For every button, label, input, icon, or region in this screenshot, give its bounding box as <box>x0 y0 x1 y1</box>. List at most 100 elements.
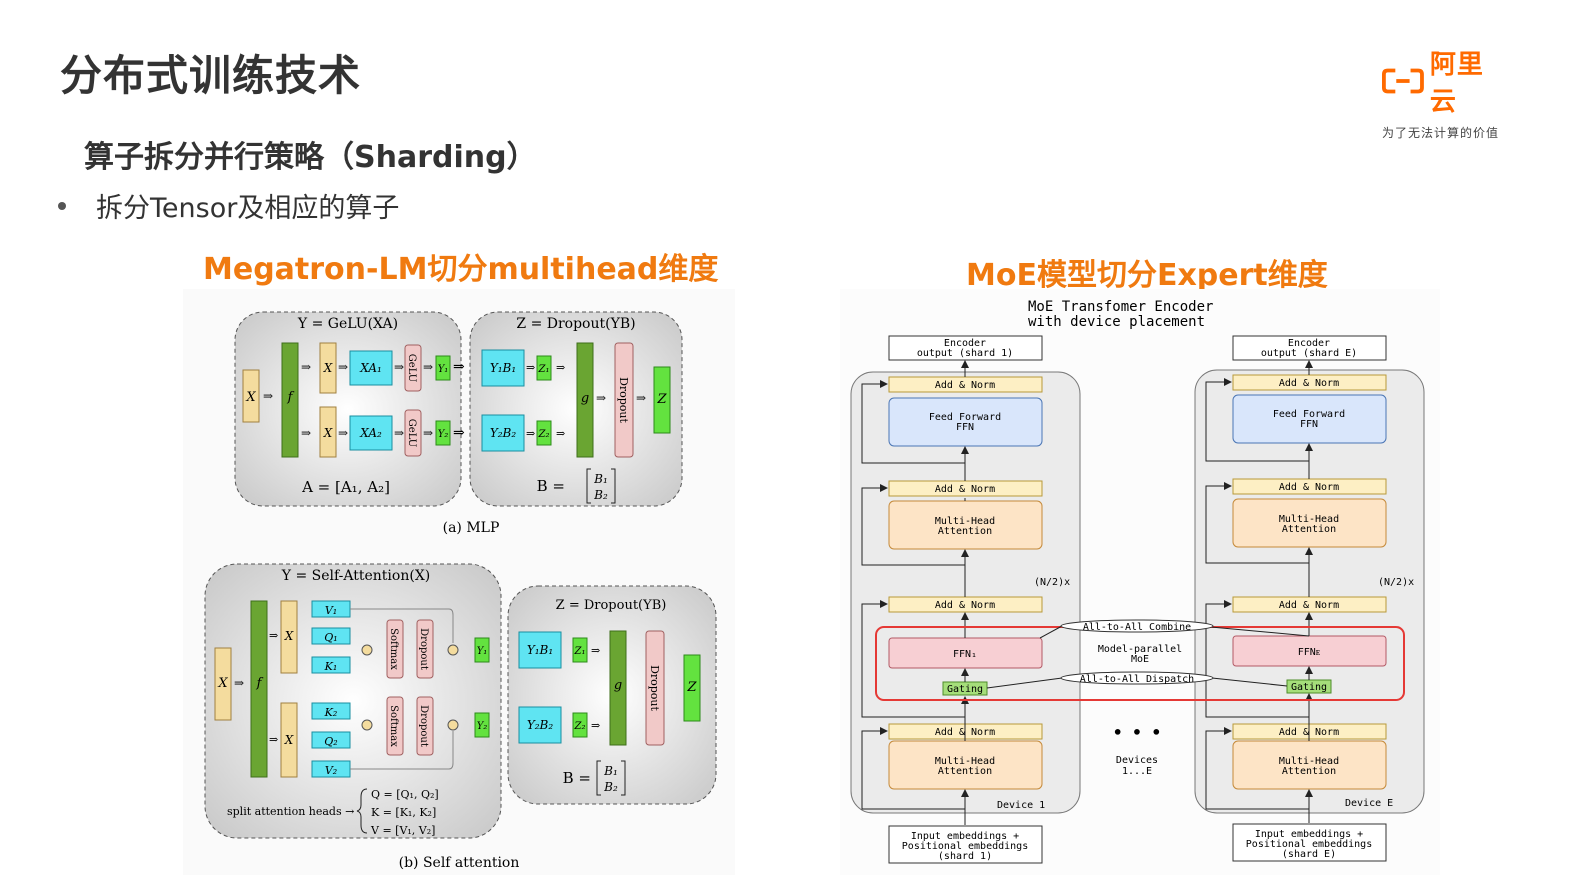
attn-k1-block <box>311 656 351 674</box>
dispatch-arrow <box>986 677 1288 689</box>
all-to-all-combine-label: All-to-All Combine <box>1083 622 1191 633</box>
mlp-gelu-top <box>404 344 422 392</box>
mlp-b-label: B = <box>537 477 565 495</box>
residual-arrow <box>861 727 965 810</box>
add-norm-1a-label: Add & Norm <box>935 380 995 391</box>
ffn1-expert-label: FFN₁ <box>953 649 977 660</box>
mlp-dropout-block <box>614 342 634 458</box>
input-1-line1: Input embeddings + <box>911 831 1019 842</box>
add-norm-1b-label: Add & Norm <box>935 484 995 495</box>
residual-arrow <box>861 380 965 464</box>
attn-dropout-top <box>416 619 434 679</box>
mlp-b1: B₁ <box>593 472 608 486</box>
input-1-line2: Positional embeddings <box>902 841 1028 852</box>
arrow-icon: ⇒ <box>301 360 311 374</box>
mlp-f-label: f <box>287 390 295 405</box>
arrow-icon: ⇒ <box>526 427 535 440</box>
encoder-output-1 <box>888 335 1043 361</box>
arrow-icon: ⇒ <box>263 389 273 403</box>
input-e-line1: Input embeddings + <box>1255 829 1363 840</box>
v2-connector <box>350 731 454 770</box>
mlp-x-top <box>319 342 337 394</box>
attn-f-operator <box>250 600 268 778</box>
mlp-z2-label: Z₂ <box>538 429 550 440</box>
arrow-icon: ⇒ <box>234 676 244 690</box>
ffn-1-line1: Feed Forward <box>929 412 1001 423</box>
arrow-icon: ⇒ <box>269 629 278 642</box>
mlp-xa1-label: XA₁ <box>359 361 382 375</box>
megatron-diagram-panel: Y = GeLU(XA) Z = Dropout(YB) X ⇒ f ⇒ X ⇒… <box>183 289 735 875</box>
residual-arrow <box>1205 600 1309 718</box>
brand-logo: 阿里云 为了无法计算的价值 <box>1382 44 1507 141</box>
mlp-gelu-top-label: GeLU <box>406 354 417 382</box>
residual-arrow <box>1205 727 1309 810</box>
attn-z2-block <box>572 712 588 738</box>
matrix-bracket-icon <box>586 468 616 504</box>
attn-f-label: f <box>256 676 264 691</box>
ffn-e-line2: FFN <box>1300 419 1318 430</box>
mha-1b-line2: Attention <box>938 766 992 777</box>
attn-z-formula: Z = Dropout(YB) <box>556 598 667 613</box>
mlp-caption: (a) MLP <box>443 520 500 536</box>
bullet-dot-icon <box>58 201 66 210</box>
ellipsis-dots: • • • <box>1113 723 1161 742</box>
mlp-x-label: X <box>245 390 256 405</box>
multiply-icon <box>447 719 459 731</box>
mlp-dropout-label: Dropout <box>617 377 630 423</box>
devices-label-line2: 1...E <box>1122 766 1152 777</box>
moe-title-line2: with device placement <box>1028 314 1205 330</box>
encoder-output-1-line2: output (shard 1) <box>917 348 1013 359</box>
devices-label-line1: Devices <box>1116 755 1158 766</box>
attn-split-label: split attention heads → <box>227 805 354 818</box>
combine-arrow <box>1039 625 1310 639</box>
arrow-icon: ⇒ <box>596 391 606 405</box>
attn-q2-label: Q₂ <box>324 735 337 748</box>
attn-softmax-bottom-label: Softmax <box>388 705 399 747</box>
attn-dropout-label: Dropout <box>648 665 661 711</box>
encoder-output-e-line1: Encoder <box>1288 338 1330 349</box>
multiply-icon <box>361 644 373 656</box>
attn-y2-label: Y₂ <box>477 721 488 732</box>
logo-text: 阿里云 <box>1429 50 1484 117</box>
attn-q2-block <box>311 731 351 749</box>
arrow-icon: ⇒ <box>338 360 348 374</box>
mha-eb-line1: Multi-Head <box>1279 756 1339 767</box>
subheading: 算子拆分并行策略（Sharding） <box>84 140 537 175</box>
aliyun-logo-icon <box>1382 68 1424 94</box>
ffn-1-line2: FFN <box>956 422 974 433</box>
n2x-label-1: (N/2)x <box>1034 577 1070 588</box>
attn-x-bottom-label: X <box>284 733 294 747</box>
arrow-icon: ⇒ <box>591 719 600 732</box>
add-norm-ea-label: Add & Norm <box>1279 378 1339 389</box>
arrow-icon: ⇒ <box>301 426 311 440</box>
mlp-left-block <box>234 311 462 507</box>
attn-y-formula: Y = Self-Attention(X) <box>281 568 431 584</box>
mlp-right-block <box>469 311 683 507</box>
attn-dropout-top-label: Dropout <box>418 628 429 670</box>
mlp-y2-block <box>435 420 451 446</box>
arrow-icon: ⇒ <box>338 426 348 440</box>
attn-v1-label: V₁ <box>325 604 337 617</box>
mlp-g-operator <box>576 342 594 458</box>
encoder-output-1-line1: Encoder <box>944 338 986 349</box>
encoder-output-e-line2: output (shard E) <box>1261 348 1357 359</box>
attn-b2: B₂ <box>603 780 618 794</box>
gating-1-label: Gating <box>947 684 983 695</box>
arrow-icon: ⇒ <box>394 426 404 440</box>
attn-v-formula: V = [V₁, V₂] <box>370 824 435 837</box>
attn-x-top <box>280 600 298 674</box>
arrow-icon: ⇒ <box>591 644 600 657</box>
input-embeddings-e <box>1232 823 1387 862</box>
mlp-y-formula: Y = GeLU(XA) <box>297 316 398 332</box>
attn-y2-block <box>474 712 490 738</box>
mlp-b2: B₂ <box>593 488 608 502</box>
ffne-expert-label: FFNᴇ <box>1298 647 1321 658</box>
attn-dropout-bottom <box>416 696 434 756</box>
attn-k-formula: K = [K₁, K₂] <box>371 806 436 819</box>
input-e-line3: (shard E) <box>1282 849 1336 860</box>
arrow-icon: ⇒ <box>453 359 465 375</box>
arrow-icon: ⇒ <box>423 360 433 374</box>
attn-z-output <box>683 654 701 722</box>
add-norm-ec-label: Add & Norm <box>1279 600 1339 611</box>
input-embeddings-1 <box>888 825 1043 864</box>
